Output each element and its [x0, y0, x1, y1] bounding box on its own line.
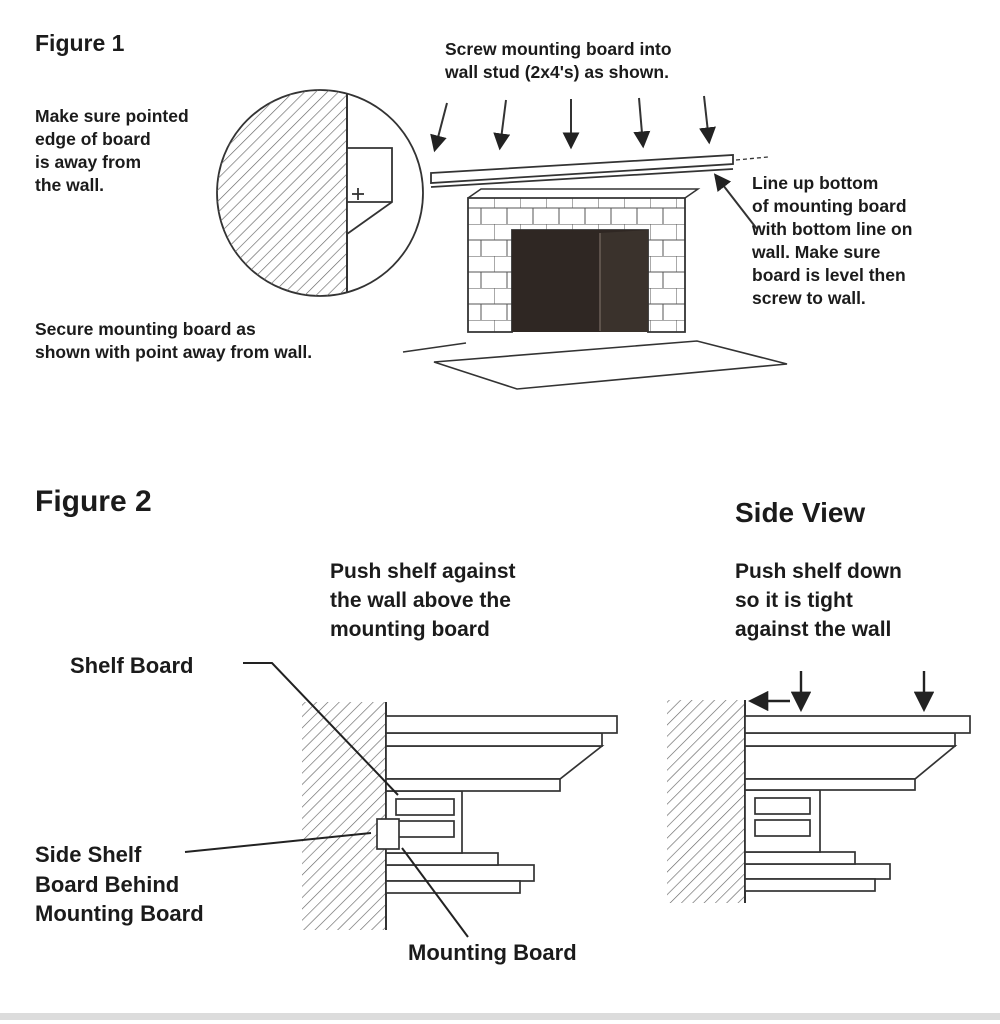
firebox-opening	[512, 230, 648, 332]
shelf-profile	[744, 715, 971, 892]
label-pointer-lines	[184, 662, 469, 938]
figure1-note-screw-board: Screw mounting board into wall stud (2x4…	[445, 39, 672, 83]
screw-arrows	[430, 95, 716, 153]
figure1-title: Figure 1	[35, 30, 125, 56]
wall-hatch	[667, 700, 745, 903]
figure1-note-line-up: Line up bottom of mounting board with bo…	[752, 173, 913, 309]
mounting-board-block	[376, 818, 400, 850]
shelf-board-pointer	[243, 662, 399, 796]
push-arrows	[747, 671, 935, 713]
figure1-drawing	[216, 89, 788, 390]
mounting-board-label: Mounting Board	[408, 940, 577, 965]
figure1-note-pointed-edge: Make sure pointed edge of board is away …	[35, 106, 189, 196]
figure2-note-push-against: Push shelf against the wall above the mo…	[330, 560, 516, 641]
line-up-pointer-arrow	[713, 173, 758, 230]
side-shelf-pointer	[184, 832, 372, 853]
shelf-profile	[376, 715, 618, 894]
figure2-note-push-down: Push shelf down so it is tight against t…	[735, 560, 902, 641]
figure2-title: Figure 2	[35, 485, 152, 518]
shelf-board-label: Shelf Board	[70, 653, 194, 678]
side-shelf-label: Side Shelf Board Behind Mounting Board	[35, 842, 204, 927]
mounting-board	[430, 154, 769, 188]
side-view-title: Side View	[735, 497, 866, 528]
figure2-left-diagram	[184, 662, 618, 938]
detail-circle	[216, 89, 424, 297]
figure2-right-diagram	[667, 671, 971, 903]
fireplace	[402, 188, 788, 390]
pointed-mounting-board	[346, 147, 393, 236]
bottom-edge	[0, 1013, 1000, 1020]
hearth	[402, 340, 788, 390]
wall-hatch	[302, 702, 386, 930]
mounting-board-pointer	[401, 847, 469, 938]
figure1-note-secure: Secure mounting board as shown with poin…	[35, 319, 313, 363]
